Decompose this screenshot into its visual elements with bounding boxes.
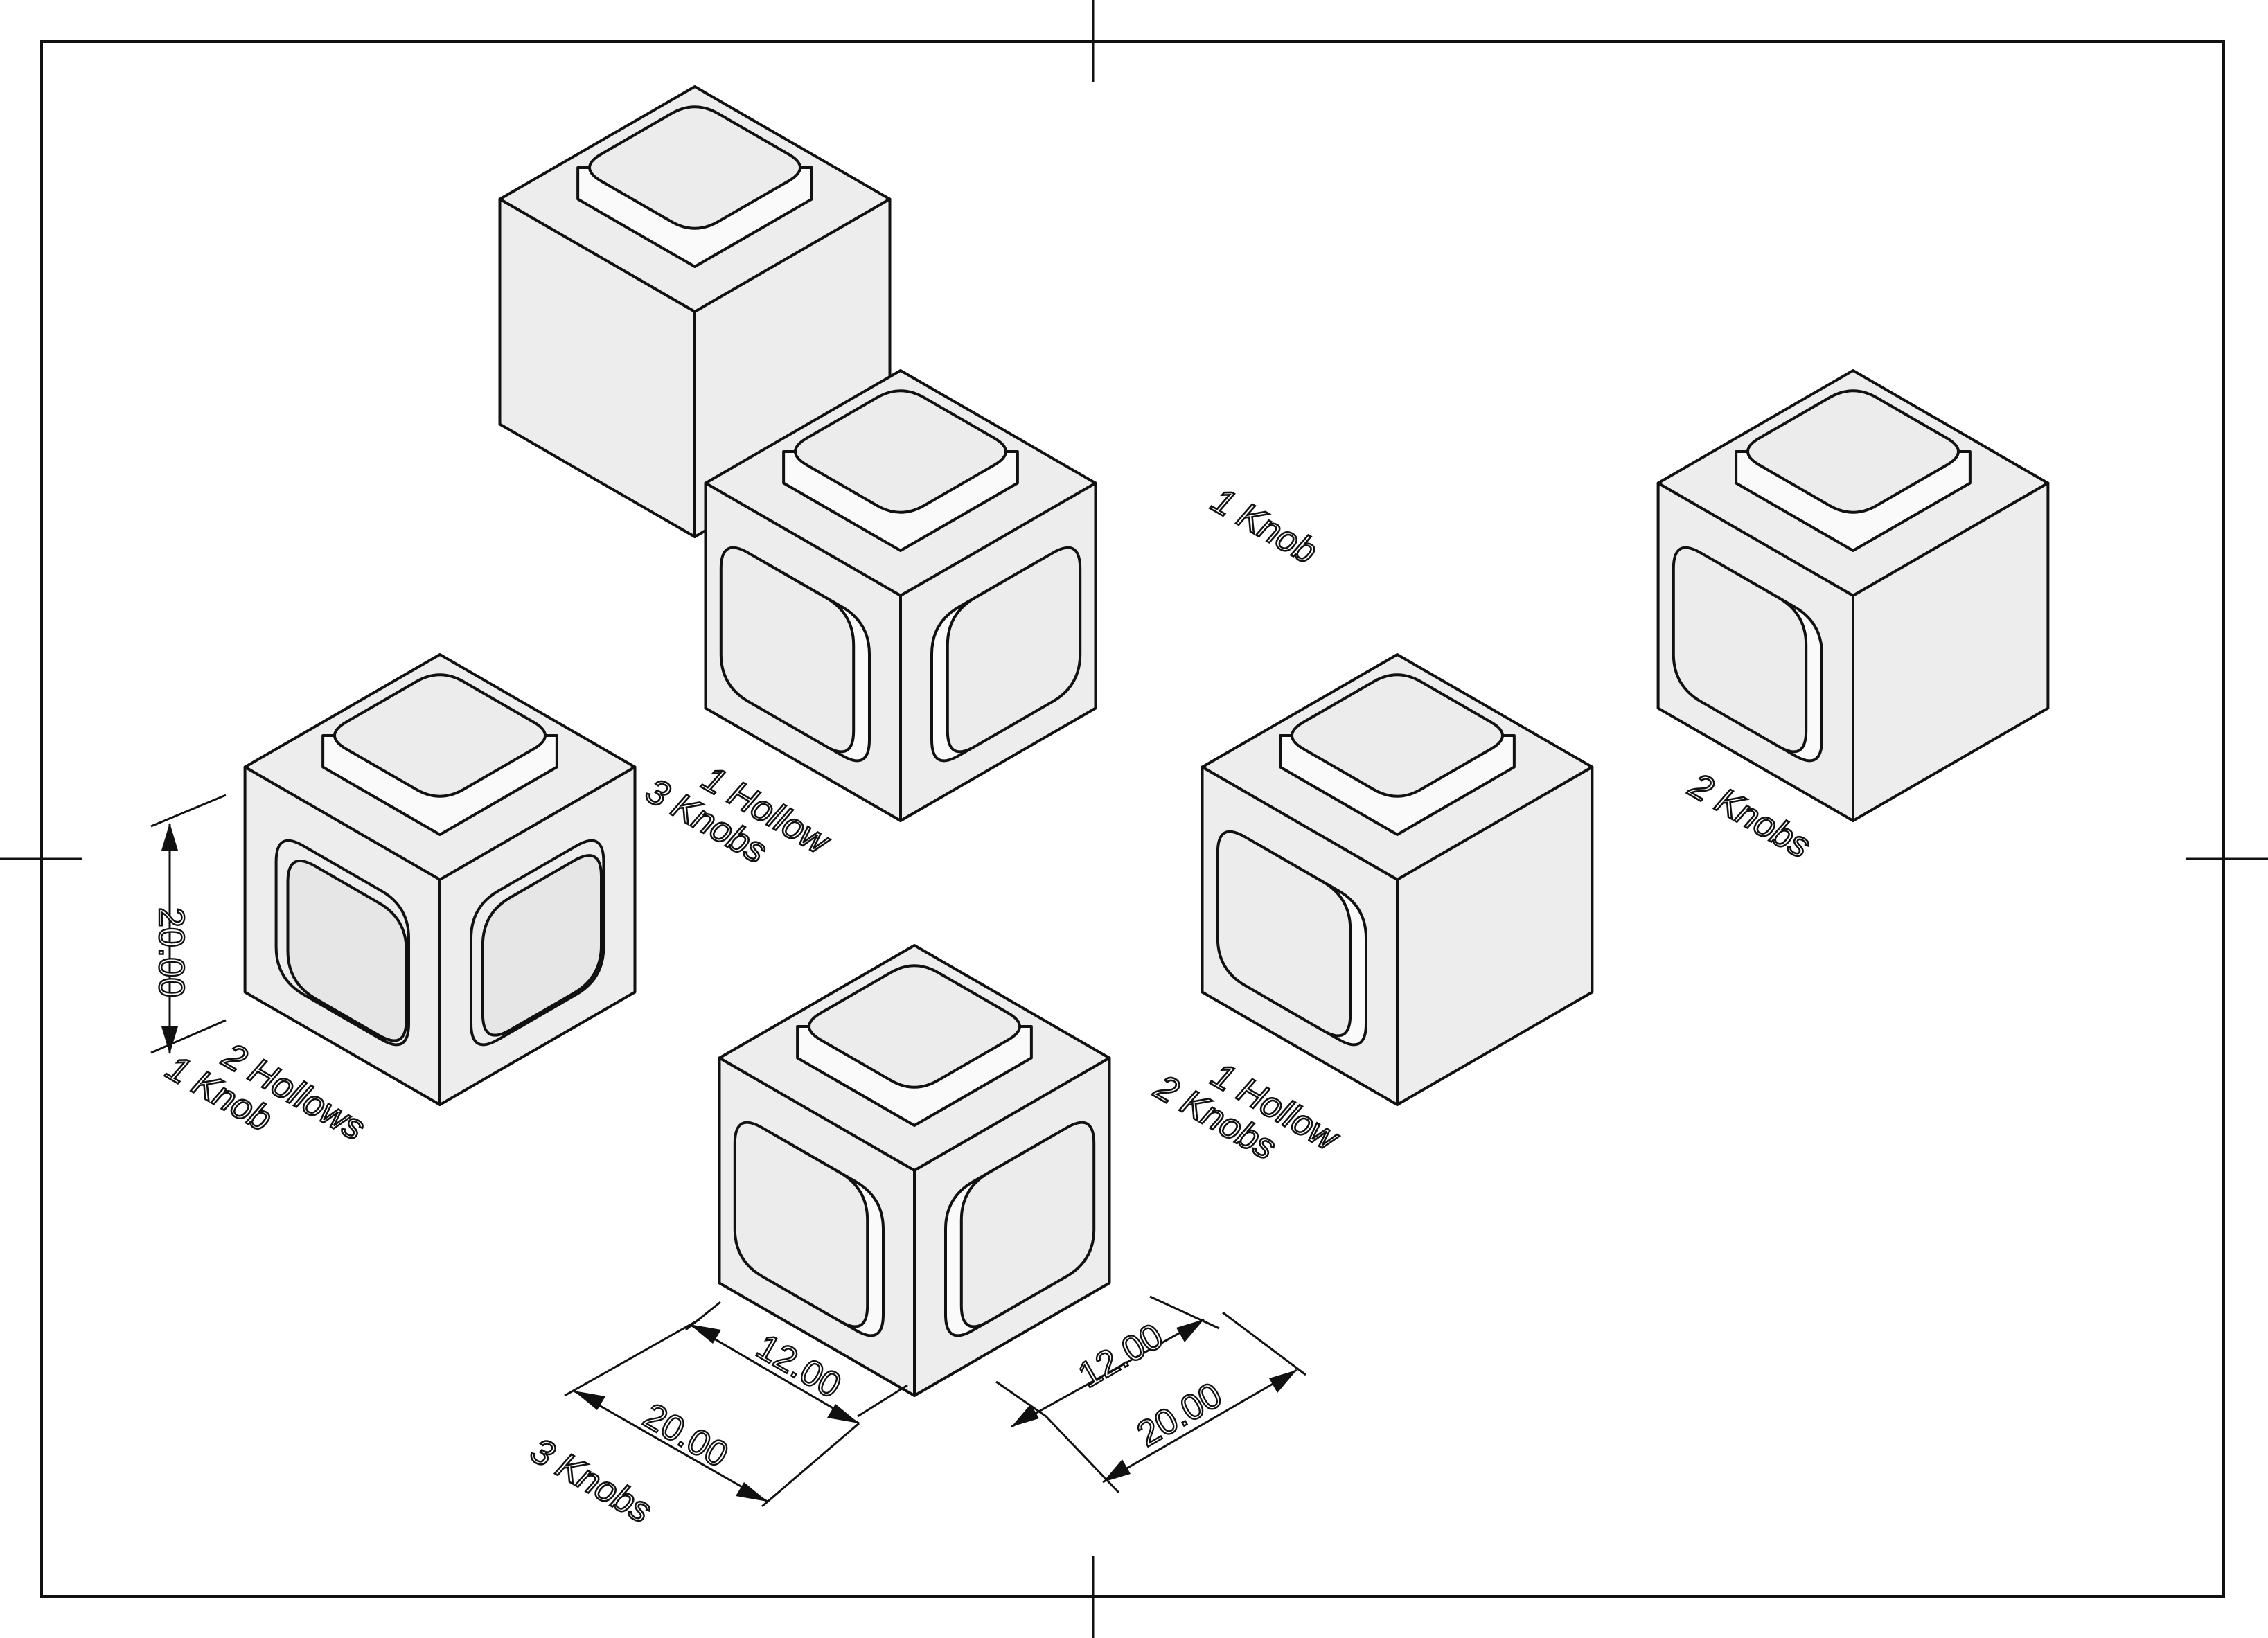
dimension-height-value: 20.00 [151,907,191,997]
knob-top [1746,389,1960,514]
cube-2-knobs [1656,369,2050,822]
dimension-height: 20.00 [150,794,227,1054]
label-3-knobs-bottom: 3 Knobs [524,1430,658,1531]
side-knob-face [719,546,856,754]
knob-top [333,673,547,798]
knob-top [1291,673,1504,798]
knob-top [588,105,801,230]
side-knob-face [946,546,1082,754]
cube-3-knobs [718,944,1111,1397]
label-bottom: 3 Knobs [523,1430,659,1532]
dimension-right-outer-value: 20.00 [1131,1375,1229,1454]
hollow-recess [481,854,603,1037]
hollow-recess [286,859,408,1042]
dimension-right-outer: 20.00 [1045,1311,1306,1494]
cube-1-hollow-2-knobs [1201,653,1594,1106]
side-knob-face [733,1121,869,1328]
cube-2-hollows-1-knob [243,653,637,1106]
label-top-center: 1 Knob [1204,479,1325,573]
side-knob-face [959,1121,1096,1328]
cube-right-face [1396,765,1594,1106]
label-1-knob: 1 Knob [1205,480,1324,572]
cube-1-hollow-3-knobs [704,369,1097,822]
knob-top [808,964,1021,1089]
side-knob-face [1216,830,1352,1038]
dimension-left-outer-value: 20.00 [637,1396,735,1475]
cube-right-face [1852,481,2050,822]
cube-1-knob [498,85,892,538]
knob-top [794,389,1007,514]
side-knob-face [1672,546,1808,754]
dimension-right-inner-value: 12.00 [1072,1316,1170,1396]
